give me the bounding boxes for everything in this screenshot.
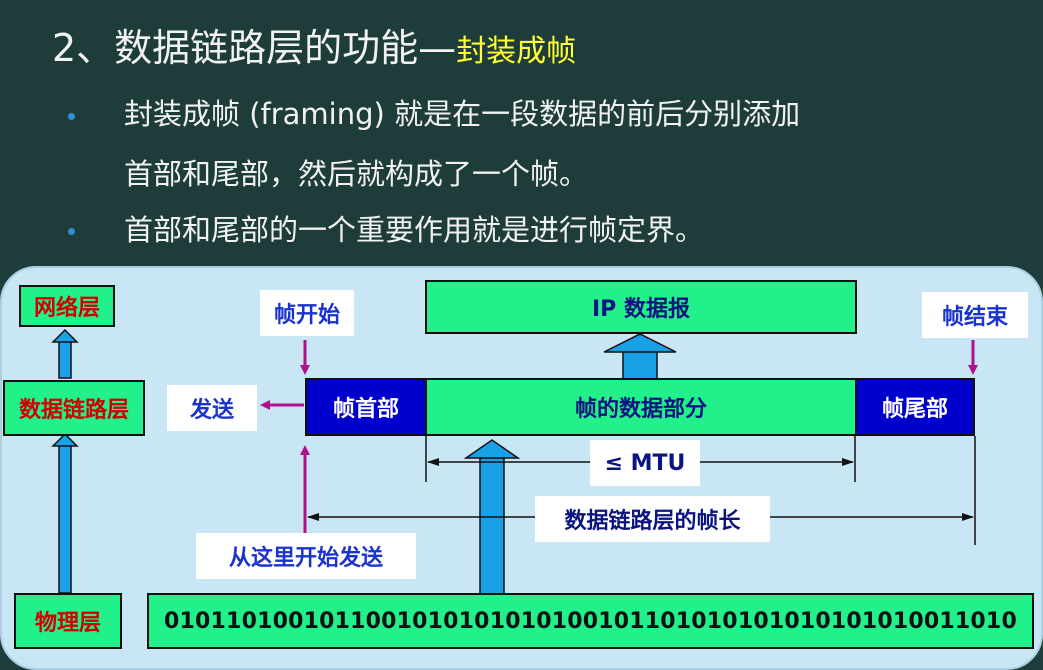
frame-data-box: 帧的数据部分 [425,378,857,436]
slide-title: 2、数据链路层的功能—封装成帧 [52,20,576,80]
network-layer-box: 网络层 [19,285,115,327]
physical-to-datalink-arrow [51,432,79,594]
frame-header-box: 帧首部 [305,378,427,436]
bullet-2-line-1: 首部和尾部的一个重要作用就是进行帧定界。 [124,213,705,247]
datalink-to-network-arrow [51,328,79,379]
bit-stream-box: 0101101001011001010101010100101101010101… [147,593,1034,649]
ip-datagram-box: IP 数据报 [425,280,857,334]
frame-end-label: 帧结束 [922,292,1028,338]
bullet-1-line-2: 首部和尾部，然后就构成了一个帧。 [124,157,589,191]
bullet-dot-1 [68,113,75,120]
frame-start-label: 帧开始 [260,290,354,336]
physical-layer-box: 物理层 [14,593,122,649]
frame-trailer-box: 帧尾部 [855,378,975,436]
bits-up-arrow [463,439,521,595]
title-main: 2、数据链路层的功能— [52,26,457,70]
send-label: 发送 [167,385,257,431]
mtu-label: ≤ MTU [590,440,700,486]
title-highlight: 封装成帧 [456,34,577,69]
bullet-1-line-1: 封装成帧 (framing) 就是在一段数据的前后分别添加 [124,97,801,131]
datalink-layer-box: 数据链路层 [3,380,145,436]
send-from-here-label: 从这里开始发送 [196,533,416,579]
bullet-dot-2 [68,228,75,235]
frame-length-label: 数据链路层的帧长 [535,496,770,542]
